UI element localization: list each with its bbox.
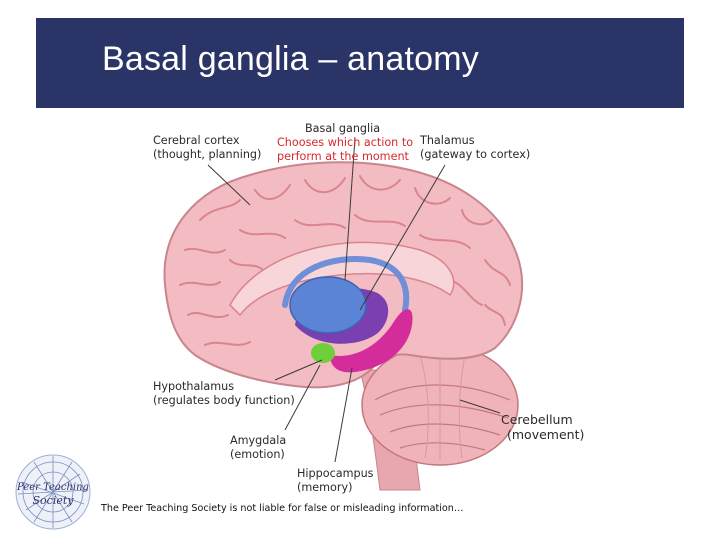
cerebral-cortex-desc: (thought, planning) xyxy=(153,148,262,161)
label-thalamus: Thalamus (gateway to cortex) xyxy=(420,134,530,162)
label-hypothalamus: Hypothalamus (regulates body function) xyxy=(153,380,295,408)
label-basal-ganglia: Basal ganglia xyxy=(305,122,380,136)
disclaimer-footer: The Peer Teaching Society is not liable … xyxy=(101,503,464,514)
hippocampus-desc: (memory) xyxy=(297,481,353,494)
hippocampus-shape xyxy=(330,309,413,373)
amygdala-shape xyxy=(311,343,335,363)
cerebral-cortex-name: Cerebral cortex xyxy=(153,134,240,147)
label-basal-ganglia-desc: Chooses which action to perform at the m… xyxy=(277,136,413,164)
thalamus-shape xyxy=(289,276,367,334)
cerebellum-name: Cerebellum xyxy=(501,412,573,427)
hippocampus-name: Hippocampus xyxy=(297,467,374,480)
hypothalamus-name: Hypothalamus xyxy=(153,380,235,393)
slide-title: Basal ganglia – anatomy xyxy=(102,40,479,78)
caudate-arc xyxy=(282,256,410,313)
hypothalamus-desc: (regulates body function) xyxy=(153,394,295,407)
brain-illustration xyxy=(163,137,523,491)
svg-text:Society: Society xyxy=(33,494,75,507)
label-cerebellum: Cerebellum (movement) xyxy=(501,412,584,442)
label-cerebral-cortex: Cerebral cortex (thought, planning) xyxy=(153,134,261,162)
label-hippocampus: Hippocampus (memory) xyxy=(297,467,374,495)
svg-text:Peer Teaching: Peer Teaching xyxy=(16,482,89,493)
amygdala-name: Amygdala xyxy=(230,434,287,447)
basal-ganglia-desc-2: perform at the moment xyxy=(277,150,409,163)
peer-teaching-society-logo: Peer Teaching Society xyxy=(12,452,94,532)
basal-ganglia-desc-1: Chooses which action to xyxy=(277,136,414,149)
thalamus-name: Thalamus xyxy=(420,134,475,147)
title-bar: Basal ganglia – anatomy xyxy=(36,18,684,108)
cerebellum-desc: (movement) xyxy=(507,427,585,442)
brain-diagram: Cerebral cortex (thought, planning) Basa… xyxy=(90,110,610,505)
amygdala-desc: (emotion) xyxy=(230,448,285,461)
label-amygdala: Amygdala (emotion) xyxy=(230,434,286,462)
thalamus-desc: (gateway to cortex) xyxy=(420,148,531,161)
basal-ganglia-name: Basal ganglia xyxy=(305,122,381,135)
logo-graphic: Peer Teaching Society xyxy=(15,454,91,530)
cerebellum-shape xyxy=(361,344,519,466)
